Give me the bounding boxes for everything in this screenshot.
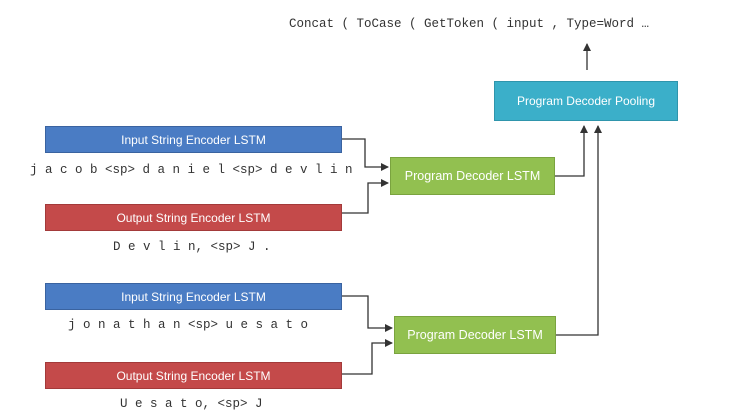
arrow-input-encoder-2-to-decoder-2	[342, 295, 393, 332]
output-string-text-2: U e s a t o, <sp> J	[120, 397, 263, 411]
input-string-text-2: j o n a t h a n <sp> u e s a t o	[68, 318, 309, 332]
arrow-input-encoder-1-to-decoder-1	[342, 138, 389, 171]
input-string-encoder-box-2: Input String Encoder LSTM	[45, 283, 342, 310]
output-program-text: Concat ( ToCase ( GetToken ( input , Typ…	[289, 17, 650, 31]
arrow-decoder-2-to-pooling	[556, 125, 602, 336]
program-decoder-pooling-box: Program Decoder Pooling	[494, 81, 678, 121]
program-decoder-box-2: Program Decoder LSTM	[394, 316, 556, 354]
input-string-text-1: j a c o b <sp> d a n i e l <sp> d e v l …	[30, 163, 353, 177]
input-string-encoder-box-1: Input String Encoder LSTM	[45, 126, 342, 153]
program-decoder-box-1: Program Decoder LSTM	[390, 157, 555, 195]
arrow-decoder-1-to-pooling	[555, 125, 588, 177]
output-string-text-1: D e v l i n, <sp> J .	[113, 240, 271, 254]
output-string-encoder-box-1: Output String Encoder LSTM	[45, 204, 342, 231]
arrow-output-encoder-2-to-decoder-2	[342, 339, 393, 375]
output-string-encoder-box-2: Output String Encoder LSTM	[45, 362, 342, 389]
arrow-output-encoder-1-to-decoder-1	[342, 179, 389, 214]
